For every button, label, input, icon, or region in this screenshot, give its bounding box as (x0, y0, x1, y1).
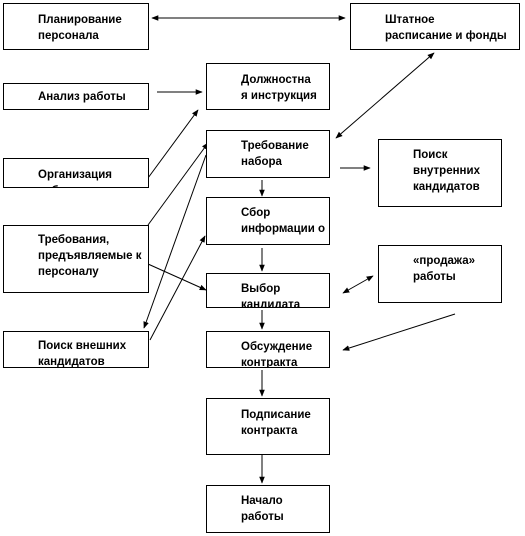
arrow-organization-instruction (147, 109, 199, 179)
box-requirements: Требования, предъявляемые к персоналу (3, 225, 149, 293)
box-signing-label: Подписание контракта (241, 409, 311, 437)
box-external-search: Поиск внешних кандидатов (3, 331, 149, 368)
box-internal-search: Поиск внутренних кандидатов (378, 139, 502, 207)
box-organization: Организация работы (3, 158, 149, 188)
box-instruction-label: Должностна я инструкция (241, 74, 317, 102)
box-planning: Планирование персонала (3, 3, 149, 50)
box-selection: Выбор кандидата (206, 273, 330, 308)
box-requisition-label: Требование набора (241, 140, 309, 168)
box-info-collection: Сбор информации о (206, 197, 330, 245)
box-staffing-label: Штатное расписание и фонды (385, 14, 507, 42)
box-requisition: Требование набора (206, 130, 330, 178)
box-analysis: Анализ работы (3, 83, 149, 110)
box-staffing: Штатное расписание и фонды (350, 3, 520, 50)
box-selling: «продажа» работы (378, 245, 502, 303)
box-organization-label: Организация работы (38, 169, 112, 187)
box-info-collection-label: Сбор информации о (241, 207, 326, 235)
box-requirements-label: Требования, предъявляемые к персоналу (38, 234, 142, 278)
box-start-label: Начало работы (241, 495, 284, 523)
arrow-requirements-selection (147, 263, 207, 291)
box-selection-label: Выбор кандидата (241, 283, 301, 308)
box-selling-label: «продажа» работы (413, 255, 476, 283)
box-signing: Подписание контракта (206, 398, 330, 455)
arrow-requisition-external (143, 154, 207, 329)
arrow-external-info (149, 235, 206, 341)
box-discussion-label: Обсуждение контракта (241, 341, 313, 368)
box-planning-label: Планирование персонала (38, 14, 122, 42)
box-analysis-label: Анализ работы (38, 91, 126, 103)
box-start: Начало работы (206, 485, 330, 533)
arrow-selection-selling (342, 275, 374, 294)
box-discussion: Обсуждение контракта (206, 331, 330, 368)
arrow-requirements-requisition (147, 142, 209, 226)
box-external-search-label: Поиск внешних кандидатов (38, 340, 127, 368)
box-instruction: Должностна я инструкция (206, 63, 330, 110)
arrow-selling-discussion (342, 313, 456, 351)
box-internal-search-label: Поиск внутренних кандидатов (413, 149, 480, 193)
arrow-staffing-requisition (335, 52, 435, 139)
